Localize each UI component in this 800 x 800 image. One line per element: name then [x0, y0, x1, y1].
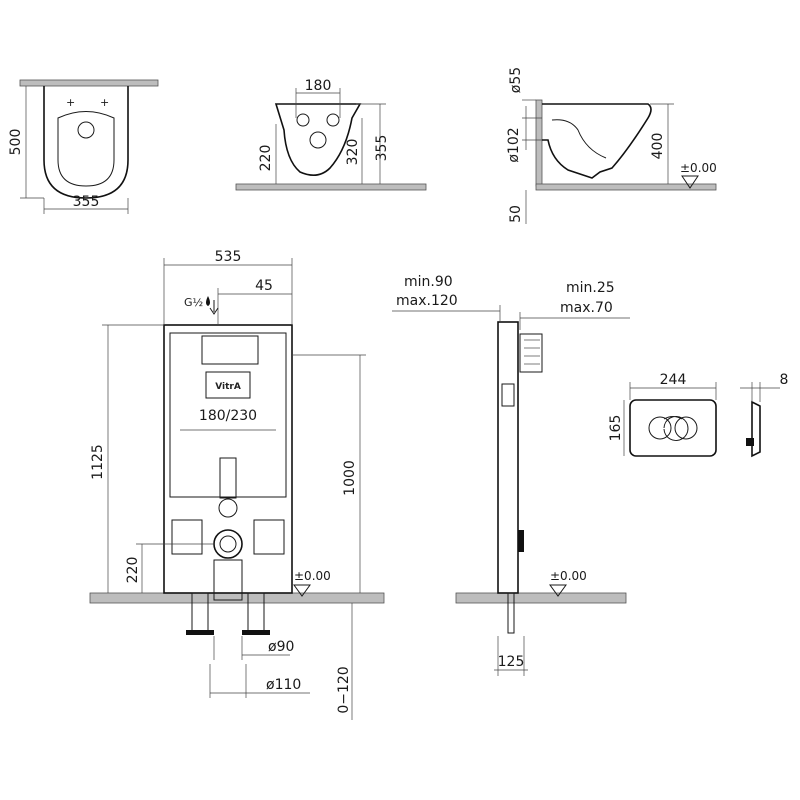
dim-side-102: ø102 — [506, 127, 522, 162]
button-large — [674, 416, 698, 440]
waste-outlet — [213, 529, 243, 559]
floor-slab — [89, 592, 385, 604]
frame-side-view: min.90 max.120 min.25 max.70 ±0.00 125 — [392, 274, 630, 676]
dim-bolt-distance: 180/230 — [199, 408, 257, 424]
dim-front-220: 220 — [258, 145, 274, 172]
support-right — [253, 519, 285, 555]
side-bracket — [518, 530, 524, 552]
dim-plate-gap-max: max.70 — [560, 300, 613, 316]
fix-mark-right: + — [100, 96, 109, 109]
dim-plate-width: 244 — [660, 372, 687, 388]
bowl-side-outline — [542, 103, 652, 179]
frame-side-profile — [497, 321, 519, 594]
dim-waste-outer: ø110 — [266, 677, 301, 693]
supply-connector — [218, 498, 238, 518]
bowl-plan-view: + + 500 355 — [8, 79, 159, 214]
bowl-outline — [43, 86, 129, 199]
dim-cistern-height: 1000 — [342, 460, 358, 496]
arrow-down-icon — [209, 300, 219, 315]
side-floor-level: ±0.00 — [680, 161, 717, 175]
dim-front-320: 320 — [345, 139, 361, 166]
dim-side-50: 50 — [508, 205, 524, 223]
bolt-right — [326, 113, 340, 127]
dim-frame-depth: 125 — [498, 654, 525, 670]
button-small — [648, 416, 672, 440]
bowl-front-outline — [274, 103, 362, 176]
brand-logo: VitrA — [215, 382, 241, 392]
dim-bowl-width: 355 — [73, 194, 100, 210]
flush-plate-view: 244 165 8 — [608, 372, 789, 458]
dim-waste-height: 220 — [125, 557, 141, 584]
flush-opening — [201, 335, 259, 365]
plate-clip — [746, 438, 754, 446]
valve-block — [501, 383, 515, 407]
dim-leg-adjust: 0−120 — [336, 666, 352, 713]
wall-section-side — [535, 99, 543, 187]
bowl-side-inner — [551, 119, 607, 159]
foot-left — [186, 630, 214, 635]
water-drop-icon — [206, 296, 210, 306]
cistern-body — [169, 332, 287, 498]
water-supply-label: G½ — [184, 296, 203, 309]
waste-pipe — [213, 559, 243, 601]
dim-offset-45: 45 — [255, 278, 273, 294]
dim-plate-thickness: 8 — [780, 372, 789, 388]
dim-bowl-depth: 500 — [8, 129, 24, 156]
bowl-side-view: ø55 ø102 400 ±0.00 50 — [506, 67, 717, 224]
flush-pipe — [219, 457, 237, 499]
flush-mechanism — [519, 333, 543, 373]
side-floor-marker — [549, 584, 567, 597]
floor-section — [235, 183, 427, 191]
foot-right — [242, 630, 270, 635]
floor-section-side — [535, 183, 717, 191]
frame-outline — [163, 324, 293, 594]
outlet-circle — [77, 121, 95, 139]
wall-section — [19, 79, 159, 87]
support-left — [171, 519, 203, 555]
side-leg — [507, 592, 515, 634]
outlet-front — [309, 131, 327, 149]
frame-front-view: VitrA 180/230 535 45 G½ 1125 220 — [89, 249, 385, 720]
front-floor-level: ±0.00 — [294, 569, 331, 583]
dim-plate-height: 165 — [608, 415, 624, 442]
dim-wall-gap-min: min.90 — [404, 274, 453, 290]
dim-side-400: 400 — [650, 133, 666, 160]
flush-plate-front — [629, 399, 717, 457]
floor-level-marker — [681, 175, 699, 189]
flush-plate-side — [751, 400, 761, 458]
bowl-front-view: 180 220 320 355 — [235, 78, 427, 191]
fix-mark-left: + — [66, 96, 75, 109]
dim-side-55: ø55 — [508, 67, 524, 93]
frame-side-floor-level: ±0.00 — [550, 569, 587, 583]
dim-waste-inner: ø90 — [268, 639, 294, 655]
dim-frame-width: 535 — [215, 249, 242, 265]
dim-plate-gap-min: min.25 — [566, 280, 615, 296]
dim-wall-gap-max: max.120 — [396, 293, 458, 309]
waste-inner — [219, 535, 237, 553]
dim-bolt-spacing: 180 — [305, 78, 332, 94]
bowl-inner — [57, 111, 115, 187]
front-floor-marker — [293, 584, 311, 597]
dim-front-355: 355 — [374, 135, 390, 162]
floor-slab-side — [455, 592, 627, 604]
dim-total-height: 1125 — [90, 444, 106, 480]
logo-plate — [205, 371, 251, 399]
bolt-left — [296, 113, 310, 127]
